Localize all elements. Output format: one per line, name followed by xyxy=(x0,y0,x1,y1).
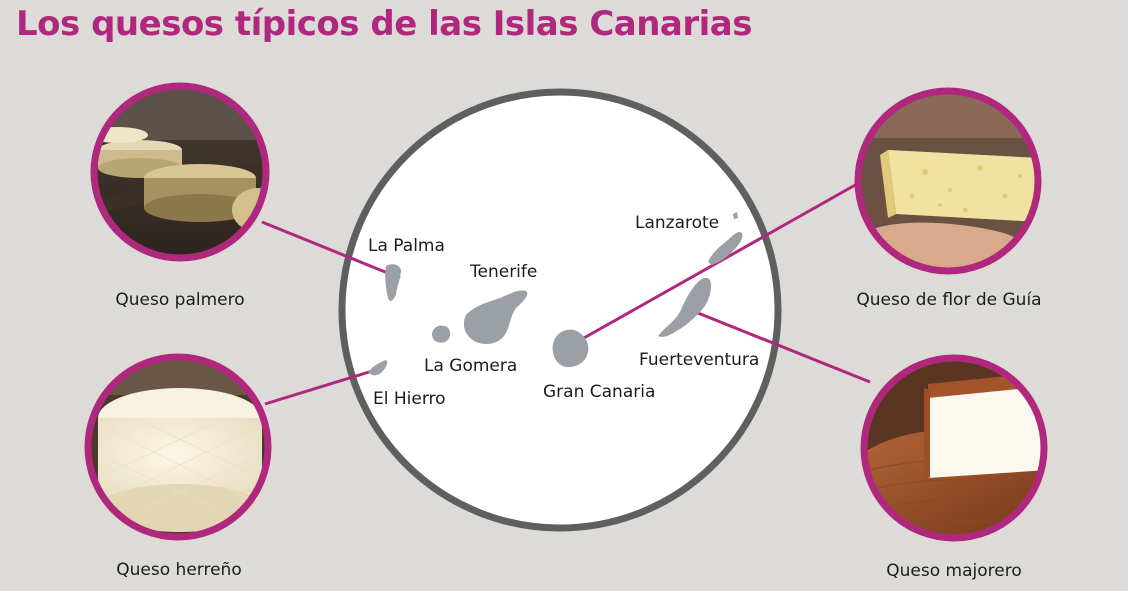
island-label-el-hierro: El Hierro xyxy=(373,389,446,409)
island-label-gran-canaria: Gran Canaria xyxy=(543,382,656,402)
island-label-lanzarote: Lanzarote xyxy=(635,213,720,233)
island-gran-canaria-shape xyxy=(552,329,589,368)
island-tenerife-shape xyxy=(463,290,528,344)
caption-palmero: Queso palmero xyxy=(115,290,245,310)
islands-map xyxy=(368,212,743,376)
map-circle xyxy=(338,88,782,532)
connector-flor-guia xyxy=(574,182,858,345)
island-lanzarote-shape xyxy=(708,212,743,265)
island-label-tenerife: Tenerife xyxy=(470,262,538,282)
connector-herreno xyxy=(264,366,383,406)
island-fuerteventura-shape xyxy=(658,277,711,337)
island-el-hierro-shape xyxy=(368,360,388,376)
cheese-image-majorero xyxy=(860,354,1048,542)
island-label-la-gomera: La Gomera xyxy=(424,356,518,376)
connector-palmero xyxy=(261,220,401,280)
island-label-fuerteventura: Fuerteventura xyxy=(639,350,760,370)
cheese-image-palmero xyxy=(90,82,270,262)
island-la-palma-shape xyxy=(385,264,402,301)
connector-lines xyxy=(261,182,871,406)
connector-majorero xyxy=(697,311,871,384)
island-la-gomera-shape xyxy=(432,325,451,343)
caption-herreno: Queso herreño xyxy=(116,560,242,580)
cheese-image-herreno xyxy=(84,353,272,541)
page-title: Los quesos típicos de las Islas Canarias xyxy=(16,4,752,44)
cheese-image-flor-guia xyxy=(854,87,1042,275)
caption-majorero: Queso majorero xyxy=(886,561,1022,581)
caption-flor-guia: Queso de flor de Guía xyxy=(856,290,1042,310)
island-label-la-palma: La Palma xyxy=(368,236,445,256)
